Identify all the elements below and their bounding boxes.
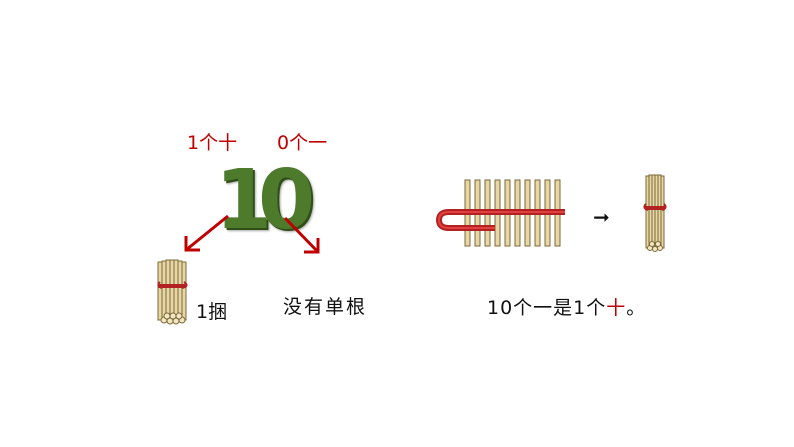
no-singles-caption: 没有单根 [283,292,367,319]
statement-prefix: 10个一是1个 [487,297,606,319]
right-arrow-icon: ➞ [593,205,610,229]
left-arrow-icon [186,216,228,250]
tied-bundle-icon [642,174,672,254]
right-arrow-icon [285,218,318,252]
statement-suffix: 。 [626,297,646,319]
bundle-caption: 1捆 [196,297,227,324]
conclusion-statement: 10个一是1个十。 [487,293,646,320]
ten-sticks-tying-icon [435,176,575,256]
statement-highlight: 十 [606,297,626,319]
stick-bundle-icon [154,258,194,328]
